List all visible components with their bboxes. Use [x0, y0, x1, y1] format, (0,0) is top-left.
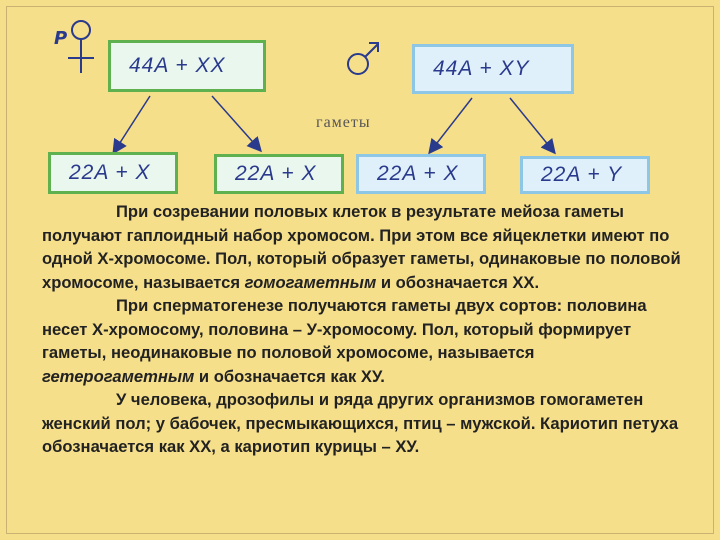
gametes-label: гаметы [316, 114, 371, 131]
arrow-female-right [211, 95, 262, 153]
male-symbol-icon [347, 42, 379, 75]
paragraph: При сперматогенезе получаются гаметы дву… [42, 296, 647, 386]
male-genotype: 44A + XY [433, 57, 530, 80]
gamete-genotype: 22A + X [69, 161, 151, 184]
gamete-box-3: 22A + X [356, 154, 486, 194]
male-genotype-box: 44A + XY [412, 44, 574, 94]
arrow-female-left [112, 95, 151, 155]
parent-generation-label: P [54, 28, 68, 49]
gamete-box-2: 22A + X [214, 154, 344, 194]
paragraph: У человека, дрозофилы и ряда других орга… [42, 390, 679, 456]
arrow-male-left [428, 97, 473, 155]
term-homogametic: гомогаметным [244, 272, 377, 292]
slide-frame [6, 6, 714, 534]
gamete-genotype: 22A + X [377, 162, 459, 185]
gamete-genotype: 22A + X [235, 162, 317, 185]
gamete-box-1: 22A + X [48, 152, 178, 194]
paragraph: При созревании половых клеток в результа… [42, 202, 681, 292]
body-text: При созревании половых клеток в результа… [42, 200, 682, 459]
term-heterogametic: гетерогаметным [42, 366, 195, 386]
arrow-male-right [509, 97, 556, 155]
female-genotype: 44A + XX [129, 54, 226, 77]
arrows [112, 95, 556, 155]
gamete-genotype: 22A + Y [541, 163, 623, 186]
female-symbol-icon [68, 20, 94, 73]
female-genotype-box: 44A + XX [108, 40, 266, 92]
gamete-box-4: 22A + Y [520, 156, 650, 194]
